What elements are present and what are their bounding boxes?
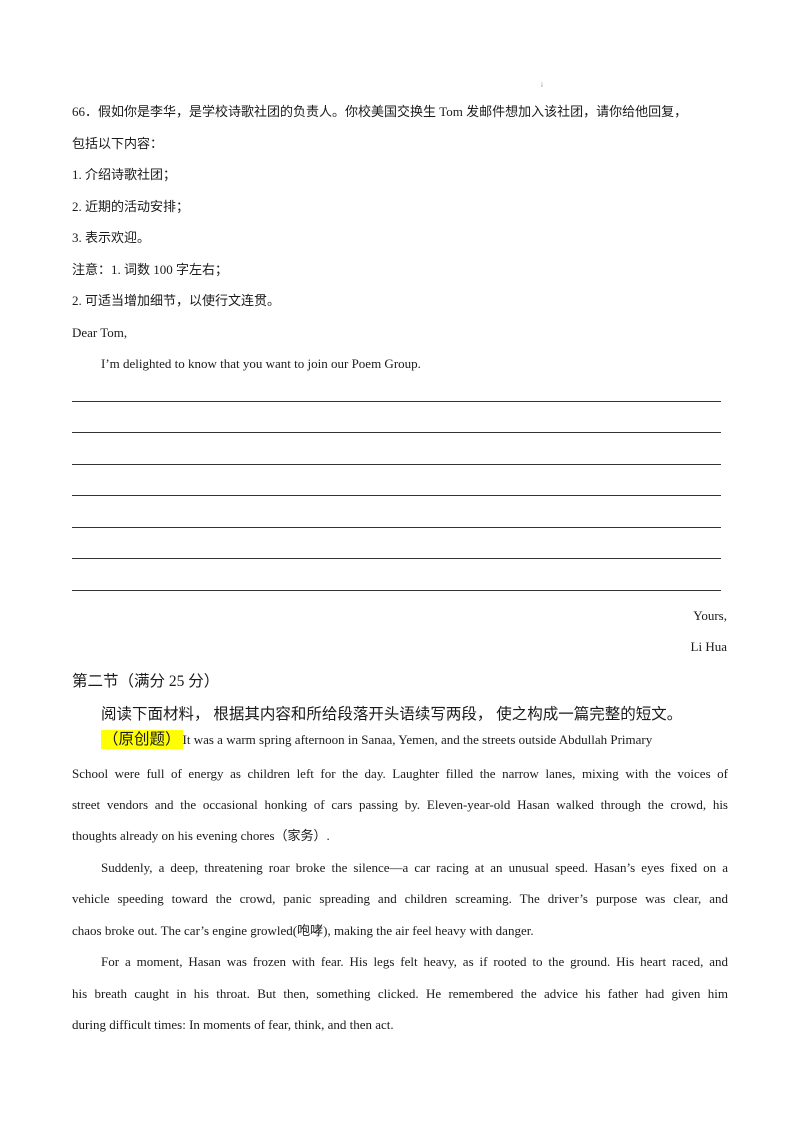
paragraph-1-line: thoughts already on his evening chores（家…	[72, 828, 330, 843]
letter-closing: Yours,	[693, 608, 727, 623]
note-line-1: 注意：1. 词数 100 字左右；	[72, 262, 229, 277]
paragraph-2-line: Suddenly, a deep, threatening roar broke…	[101, 860, 728, 875]
page-mark: i	[541, 81, 543, 89]
paragraph-3-line: his breath caught in his throat. But the…	[72, 986, 728, 1001]
paragraph-2-line: vehicle speeding toward the crowd, panic…	[72, 891, 728, 906]
writing-line	[72, 495, 721, 496]
letter-opening: I’m delighted to know that you want to j…	[101, 356, 421, 371]
paragraph-2-line: chaos broke out. The car’s engine growle…	[72, 923, 534, 938]
question-line-1: 66．假如你是李华，是学校诗歌社团的负责人。你校美国交换生 Tom 发邮件想加入…	[72, 104, 688, 119]
paragraph-1-first-line: （原创题）It was a warm spring afternoon in S…	[101, 730, 653, 749]
question-line-2: 包括以下内容：	[72, 136, 164, 151]
writing-line	[72, 558, 721, 559]
letter-salutation: Dear Tom,	[72, 325, 128, 340]
paragraph-1-line: School were full of energy as children l…	[72, 766, 728, 781]
requirement-item-2: 2. 近期的活动安排；	[72, 199, 190, 214]
writing-line	[72, 590, 721, 591]
note-line-2: 2. 可适当增加细节，以使行文连贯。	[72, 293, 281, 308]
original-question-tag: （原创题）	[101, 730, 183, 749]
paragraph-3-line: during difficult times: In moments of fe…	[72, 1017, 394, 1032]
writing-line	[72, 464, 721, 465]
section-heading: 第二节（满分 25 分）	[72, 673, 220, 690]
paragraph-1-line: street vendors and the occasional honkin…	[72, 797, 728, 812]
paragraph-3-line: For a moment, Hasan was frozen with fear…	[101, 954, 728, 969]
requirement-item-3: 3. 表示欢迎。	[72, 230, 151, 245]
section-instruction: 阅读下面材料， 根据其内容和所给段落开头语续写两段， 使之构成一篇完整的短文。	[101, 706, 683, 723]
writing-line	[72, 401, 721, 402]
writing-line	[72, 527, 721, 528]
writing-line	[72, 432, 721, 433]
letter-signature: Li Hua	[690, 639, 727, 654]
requirement-item-1: 1. 介绍诗歌社团；	[72, 167, 177, 182]
